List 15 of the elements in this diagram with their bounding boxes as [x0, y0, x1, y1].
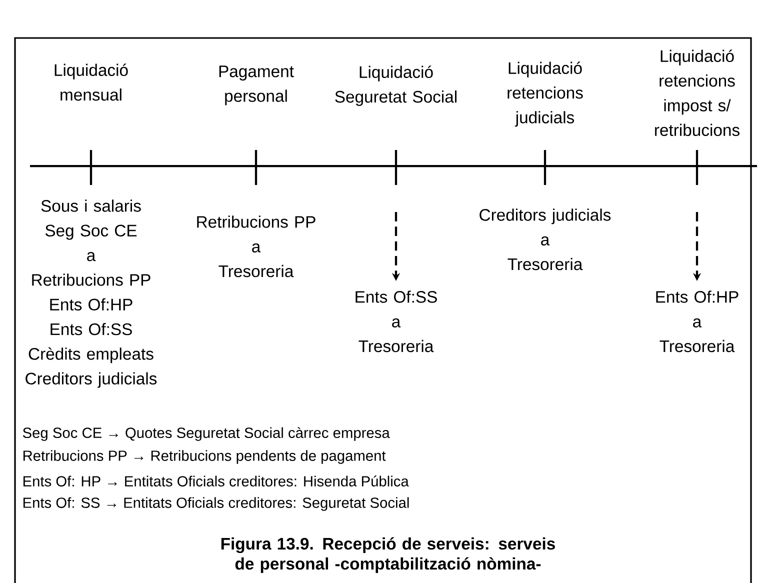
figure-caption: Figura 13.9. Recepció de serveis: serveis de personal -comptabilització nòmina-: [221, 537, 555, 573]
timeline-label: Liquidació Seguretat Social: [335, 66, 456, 106]
timeline-label: Liquidació retencions impost s/ retribucions: [655, 50, 740, 136]
note-line: Ents Of: HP → Entitats Oficials creditores: Hisenda Pública: [23, 476, 409, 486]
timeline-label: Liquidació retencions judicials: [508, 62, 583, 127]
note-line: Seg Soc CE → Quotes Seguretat Social càrrec empresa: [22, 427, 390, 441]
journal-entry: Sous i salaris Seg Soc CE a Retribucions PP Ents Of:HP Ents Of:SS Crèdits empleats Creditors judicials: [26, 200, 157, 388]
journal-entry: Ents Of:HP a Tresoreria: [656, 290, 738, 352]
journal-entry: Retribucions PP a Tresoreria: [197, 216, 316, 278]
journal-entry: Ents Of:SS a Tresoreria: [356, 290, 437, 352]
timeline-label: Liquidació mensual: [54, 64, 128, 101]
timeline-label: Pagament personal: [219, 66, 294, 106]
note-line: Retribucions PP → Retribucions pendents de pagament: [23, 450, 386, 464]
note-line: Ents Of: SS → Entitats Oficials creditores: Seguretat Social: [23, 497, 409, 511]
journal-entry: Creditors judicials a Tresoreria: [480, 208, 611, 270]
